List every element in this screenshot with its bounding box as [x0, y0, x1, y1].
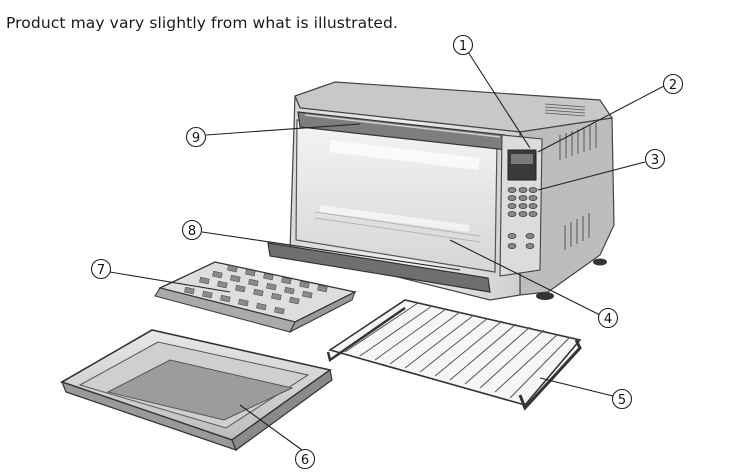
callout-5-label: 5: [618, 393, 626, 408]
callout-4: 4: [597, 307, 619, 329]
door-bottom-edge: [267, 242, 491, 293]
baking-pan: [60, 329, 333, 451]
leader-line-1: [467, 51, 531, 149]
callout-3: 3: [644, 148, 666, 170]
interior-rack: [314, 211, 481, 243]
callout-9-label: 9: [192, 131, 200, 146]
callout-7-label: 7: [97, 263, 105, 278]
leader-line-6: [239, 404, 303, 451]
callout-7: 7: [90, 258, 112, 280]
leader-line-2: [537, 85, 665, 153]
callout-6-label: 6: [301, 453, 309, 468]
callout-8-label: 8: [188, 224, 196, 239]
leader-line-4: [449, 239, 601, 316]
callout-8: 8: [181, 219, 203, 241]
callout-9: 9: [185, 126, 207, 148]
leader-line-5: [539, 377, 614, 397]
broil-rack-tray: [154, 261, 357, 334]
callout-2: 2: [662, 73, 684, 95]
callout-3-label: 3: [651, 153, 659, 168]
callout-1: 1: [452, 34, 474, 56]
leader-line-7: [109, 271, 231, 293]
control-buttons: [507, 187, 538, 249]
callout-5: 5: [611, 388, 633, 410]
leader-line-3: [537, 161, 646, 191]
oven-foot: [536, 292, 554, 300]
toaster-oven: [267, 81, 615, 301]
callout-2-label: 2: [669, 78, 677, 93]
leader-line-8: [201, 231, 461, 271]
leader-lines: [109, 51, 665, 451]
top-vent: [544, 103, 586, 117]
wire-rack: [326, 299, 582, 411]
callout-4-label: 4: [604, 312, 612, 327]
side-vents: [559, 123, 597, 250]
oven-foot: [593, 258, 607, 266]
leader-line-9: [205, 123, 361, 136]
illustration-caption: Product may vary slightly from what is i…: [6, 14, 399, 32]
callout-6: 6: [294, 448, 316, 470]
callout-1-label: 1: [459, 39, 467, 54]
